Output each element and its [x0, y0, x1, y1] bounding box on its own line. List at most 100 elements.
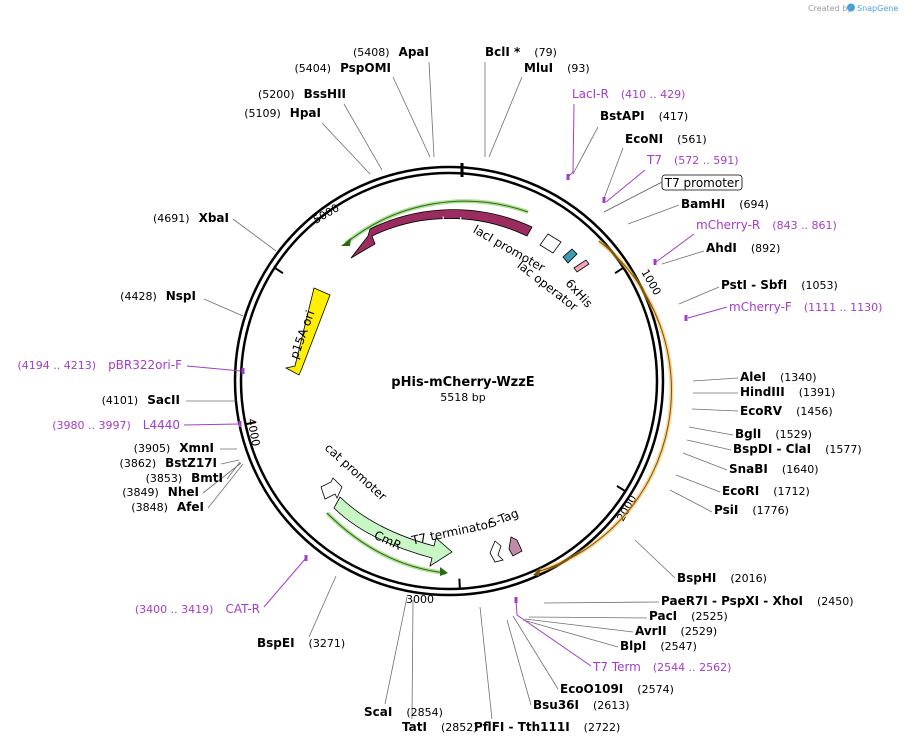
- site-alei[interactable]: AleI(1340): [740, 370, 817, 384]
- feature-S-Tag-label: S-Tag: [486, 506, 520, 531]
- leader-line-layer: [183, 61, 739, 720]
- site-paci[interactable]: PacI(2525): [649, 609, 728, 623]
- site-afei[interactable]: AfeI (3848): [131, 500, 204, 514]
- primer-cat-r[interactable]: CAT-R(3400 .. 3419): [135, 602, 260, 616]
- site-bsshii[interactable]: BssHII(5200): [258, 87, 346, 101]
- site-leader-pflfi-tth111i: [479, 606, 493, 720]
- site-nhei[interactable]: NheI(3849): [122, 485, 199, 499]
- site-bstz17i[interactable]: BstZ17I (3862): [120, 456, 217, 470]
- site-sacii[interactable]: SacII(4101): [102, 393, 180, 407]
- site-hindiii[interactable]: HindIII(1391): [740, 385, 835, 399]
- primer-name-t7: T7: [646, 153, 662, 167]
- site-leader-ecorv: [691, 408, 739, 412]
- site-psti-sbfi[interactable]: PstI - SbfI(1053): [721, 278, 838, 292]
- site-hpai[interactable]: HpaI (5109): [244, 106, 321, 120]
- site-bstapi[interactable]: BstAPI(417): [600, 109, 688, 123]
- site-psii[interactable]: PsiI(1776): [714, 503, 789, 517]
- site-bmti[interactable]: BmtI(3853): [146, 471, 223, 485]
- site-position-bsu36i: (2613): [593, 699, 630, 712]
- site-xmni[interactable]: XmnI(3905): [134, 441, 214, 455]
- site-leader-psii: [669, 489, 713, 513]
- site-position-hpai: (5109): [244, 107, 281, 120]
- primer-t7[interactable]: T7 (572 .. 591): [646, 153, 739, 167]
- site-scai[interactable]: ScaI(2854): [364, 705, 443, 719]
- site-name-hpai: HpaI: [290, 106, 321, 120]
- site-position-psii: (1776): [752, 504, 789, 517]
- site-bamhi[interactable]: BamHI(694): [681, 197, 769, 211]
- site-leader-bgli: [688, 426, 734, 436]
- site-position-ecorv: (1456): [796, 405, 833, 418]
- site-pflfi-tth111i[interactable]: PflFI - Tth111I(2722): [474, 720, 620, 734]
- site-position-bstapi: (417): [659, 110, 689, 123]
- site-tati[interactable]: TatI(2852): [402, 720, 478, 734]
- site-bsu36i[interactable]: Bsu36I(2613): [533, 698, 630, 712]
- site-name-ecoo109i: EcoO109I: [560, 682, 623, 696]
- site-nspi[interactable]: NspI(4428): [120, 289, 196, 303]
- feature-CmR-arrow: [333, 496, 453, 567]
- site-position-bmti: (3853): [146, 472, 183, 485]
- site-name-pflfi-tth111i: PflFI - Tth111I: [474, 720, 570, 734]
- plasmid-name: pHis-mCherry-WzzE: [391, 375, 534, 390]
- site-leader-xbai: [232, 218, 277, 252]
- site-ahdi[interactable]: AhdI(892): [706, 241, 780, 255]
- site-position-pspomi: (5404): [294, 62, 331, 75]
- site-position-afei: (3848): [131, 501, 168, 514]
- site-position-ahdi: (892): [751, 242, 781, 255]
- site-xbai[interactable]: XbaI(4691): [153, 211, 229, 225]
- primer-marker-mcherry-r: [653, 259, 657, 265]
- primer-laci-r[interactable]: LacI-R(410 .. 429): [572, 87, 685, 101]
- site-econi[interactable]: EcoNI(561): [625, 132, 707, 146]
- feature-T7-promoter-label: T7 promoter: [664, 176, 740, 190]
- site-bsphi[interactable]: BspHI(2016): [677, 571, 767, 585]
- tick-label-2000: 2000: [614, 493, 639, 524]
- site-leader-blpi: [522, 619, 619, 648]
- primer-mcherry-r[interactable]: mCherry-R(843 .. 861): [696, 218, 837, 232]
- site-leader-paci: [528, 616, 648, 619]
- site-name-bcli: BclI *: [485, 45, 521, 59]
- primer-name-l4440: L4440: [143, 418, 180, 432]
- site-position-bsphi: (2016): [730, 572, 767, 585]
- primer-t7-term[interactable]: T7 Term(2544 .. 2562): [592, 660, 731, 674]
- primer-l4440[interactable]: L4440(3980 .. 3997): [52, 418, 180, 432]
- site-ecori[interactable]: EcoRI(1712): [722, 484, 810, 498]
- watermark-brand: SnapGene: [857, 4, 898, 13]
- primer-mcherry-f[interactable]: mCherry-F(1111 .. 1130): [729, 300, 882, 314]
- tick-mark-2000: [616, 485, 626, 493]
- site-blpi[interactable]: BlpI(2547): [620, 639, 697, 653]
- site-ecoo109i[interactable]: EcoO109I(2574): [560, 682, 674, 696]
- backbone-inner-ring: [239, 171, 659, 591]
- site-apai[interactable]: ApaI(5408): [353, 45, 429, 59]
- site-name-snabi: SnaBI: [729, 462, 768, 476]
- site-snabi[interactable]: SnaBI(1640): [729, 462, 818, 476]
- site-avrii[interactable]: AvrII(2529): [635, 624, 717, 638]
- primer-range-cat-r: (3400 .. 3419): [135, 603, 214, 616]
- primer-name-mcherry-f: mCherry-F: [729, 300, 792, 314]
- site-position-bspei: (3271): [309, 637, 346, 650]
- tick-mark-1000: [614, 266, 624, 275]
- site-bspdi-clai[interactable]: BspDI - ClaI(1577): [733, 442, 862, 456]
- site-name-bstz17i: BstZ17I: [165, 456, 217, 470]
- site-pspomi[interactable]: PspOMI(5404): [294, 61, 391, 75]
- site-name-afei: AfeI: [177, 500, 204, 514]
- site-position-ecori: (1712): [773, 485, 810, 498]
- site-bgli[interactable]: BglI(1529): [735, 427, 812, 441]
- primer-range-t7: (572 .. 591): [674, 154, 739, 167]
- site-leader-alei: [692, 377, 739, 382]
- site-name-bsshii: BssHII: [304, 87, 346, 101]
- site-bcli[interactable]: BclI *(79): [485, 45, 557, 59]
- site-bspei[interactable]: BspEI(3271): [257, 636, 345, 650]
- site-mlui[interactable]: MluI(93): [524, 61, 590, 75]
- site-paer7i-pspxi-xhoi[interactable]: PaeR7I - PspXI - XhoI(2450): [661, 594, 854, 608]
- site-ecorv[interactable]: EcoRV(1456): [740, 404, 833, 418]
- site-name-mlui: MluI: [524, 61, 553, 75]
- site-name-scai: ScaI: [364, 705, 392, 719]
- site-position-avrii: (2529): [681, 625, 718, 638]
- site-position-paci: (2525): [691, 610, 728, 623]
- tick-label-4000: 4000: [245, 417, 263, 447]
- primer-pbr322ori-f[interactable]: pBR322ori-F(4194 .. 4213): [18, 358, 183, 372]
- feature-T7-promoter-box: [661, 174, 743, 191]
- site-position-bstz17i: (3862): [120, 457, 157, 470]
- primer-marker-laci-r: [566, 174, 570, 180]
- site-leader-hpai: [321, 122, 371, 175]
